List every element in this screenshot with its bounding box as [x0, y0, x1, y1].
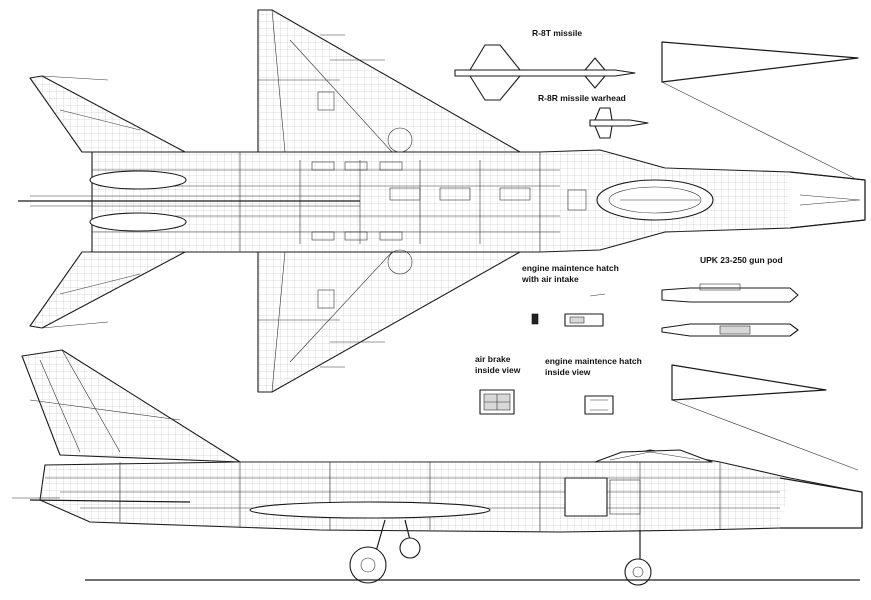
air-brake-label-line2: inside view	[475, 365, 521, 375]
top-view	[18, 9, 866, 393]
r8t-missile-label: R-8T missile	[532, 28, 583, 38]
main-landing-gear	[349, 519, 421, 584]
hatch-inside-label-line1: engine maintence hatch	[545, 356, 642, 366]
air-brake-label-line1: air brake	[475, 354, 511, 364]
hatch-inside-label-line2: inside view	[545, 367, 591, 377]
upk-gun-pod-label: UPK 23-250 gun pod	[700, 255, 783, 265]
hatch-with-intake-drawing	[531, 293, 606, 327]
r8r-warhead-label: R-8R missile warhead	[538, 93, 626, 103]
hatch-intake-label-line2: with air intake	[522, 274, 579, 284]
canopy-side	[594, 449, 713, 463]
air-brake-drawing	[479, 389, 515, 415]
nose-landing-gear	[624, 530, 652, 586]
upk-gun-pod-drawings	[661, 283, 799, 337]
r8r-warhead-drawing	[589, 107, 649, 139]
r8t-missile-drawing	[454, 44, 636, 101]
wing-planform-reference	[661, 41, 859, 471]
hatch-intake-label-line1: engine maintence hatch	[522, 263, 619, 273]
side-view	[12, 349, 863, 586]
hatch-inside-drawing	[584, 395, 614, 415]
